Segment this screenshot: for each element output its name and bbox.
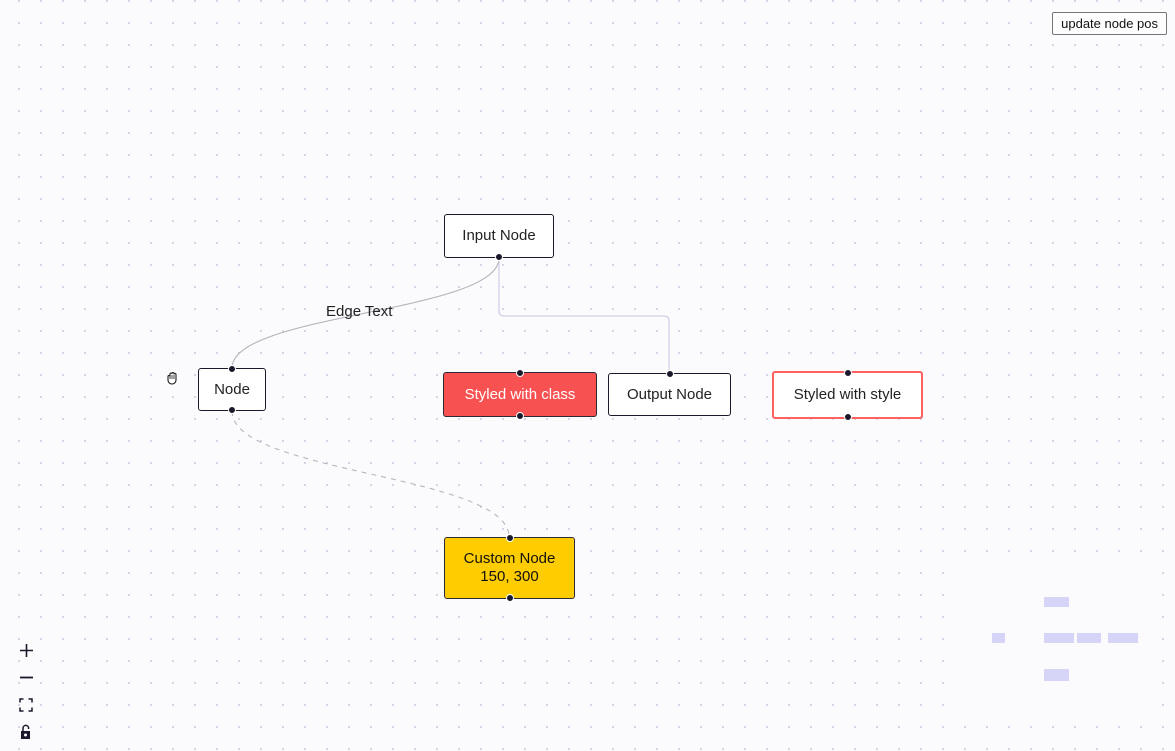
minimap-node [1108, 633, 1138, 643]
minimap-node [1044, 669, 1069, 681]
handle-source-bottom[interactable] [228, 406, 236, 414]
handle-source-bottom[interactable] [843, 413, 852, 421]
node-label: Output Node [626, 385, 713, 403]
plus-icon [19, 643, 34, 658]
handle-source-bottom[interactable] [516, 412, 524, 420]
minimap-node [992, 633, 1005, 643]
edge-input-to-output [498, 258, 670, 373]
edge-label-edge-text: Edge Text [326, 303, 393, 320]
minimap-node [1044, 597, 1069, 607]
handle-target-top[interactable] [843, 369, 852, 377]
edge-input-to-node [231, 257, 500, 369]
handle-target-top[interactable] [665, 370, 674, 378]
minus-icon [19, 670, 34, 685]
node-styled-with-class[interactable]: Styled with class [443, 369, 597, 420]
unlock-icon [19, 724, 33, 740]
handle-target-top[interactable] [516, 369, 524, 377]
fit-view-icon [19, 697, 33, 712]
zoom-out-button[interactable] [12, 664, 40, 691]
minimap-node [1077, 633, 1101, 643]
custom-node-position: 150, 300 [480, 568, 539, 585]
node-styled-with-style[interactable]: Styled with style [772, 369, 923, 421]
handle-source-bottom[interactable] [505, 594, 514, 602]
node-input-node[interactable]: Input Node [444, 214, 554, 261]
handle-source-bottom[interactable] [495, 253, 503, 261]
handle-target-top[interactable] [228, 365, 236, 373]
fit-view-button[interactable] [12, 691, 40, 718]
toggle-lock-button[interactable] [12, 718, 40, 745]
edge-node-to-custom [231, 410, 510, 538]
handle-target-top[interactable] [505, 534, 514, 542]
node-label: Styled with style [793, 386, 902, 404]
node-label: Styled with class [464, 385, 576, 403]
top-right-panel: update node pos [1052, 12, 1167, 35]
node-output-node[interactable]: Output Node [608, 370, 731, 416]
minimap-node [1044, 633, 1074, 643]
zoom-in-button[interactable] [12, 637, 40, 664]
node-custom-node[interactable]: Custom Node 150, 300 [444, 534, 575, 602]
custom-node-title: Custom Node [463, 550, 556, 568]
grab-hand-cursor [164, 369, 182, 387]
node-label: Input Node [462, 227, 536, 245]
flow-controls [12, 637, 40, 745]
update-node-pos-button[interactable]: update node pos [1052, 12, 1167, 35]
node-label: Node [214, 380, 250, 398]
node-default-node[interactable]: Node [198, 365, 266, 414]
minimap[interactable] [960, 565, 1160, 715]
